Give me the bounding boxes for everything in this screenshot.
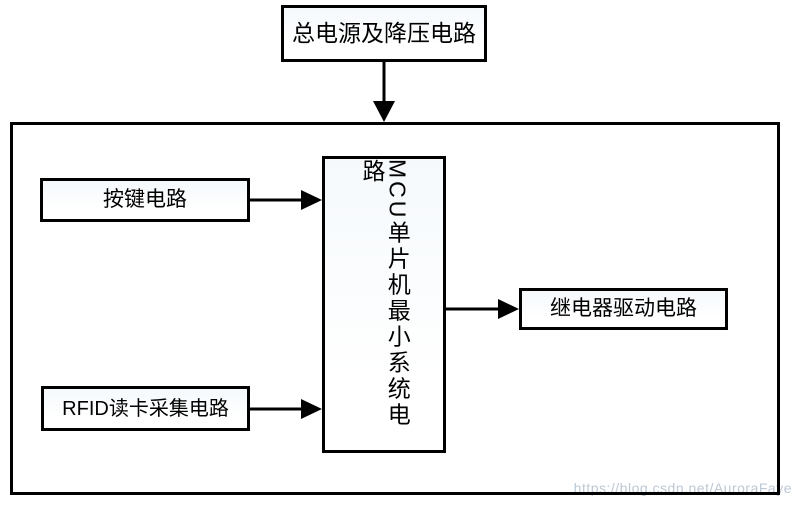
- rfid-block: RFID读卡采集电路: [41, 386, 250, 431]
- arrow-power-to-mcu: [373, 62, 395, 122]
- power-block: 总电源及降压电路: [281, 5, 487, 62]
- system-boundary-rect: [10, 122, 780, 495]
- power-block-label: 总电源及降压电路: [292, 19, 476, 46]
- relay-block: 继电器驱动电路: [519, 288, 728, 330]
- keypad-block-label: 按键电路: [103, 188, 187, 212]
- mcu-block: MCU单片机最小系统电路: [322, 156, 446, 453]
- rfid-block-label: RFID读卡采集电路: [62, 397, 229, 420]
- mcu-block-label: MCU单片机最小系统电路: [359, 159, 411, 429]
- relay-block-label: 继电器驱动电路: [550, 297, 697, 321]
- keypad-block: 按键电路: [40, 178, 250, 222]
